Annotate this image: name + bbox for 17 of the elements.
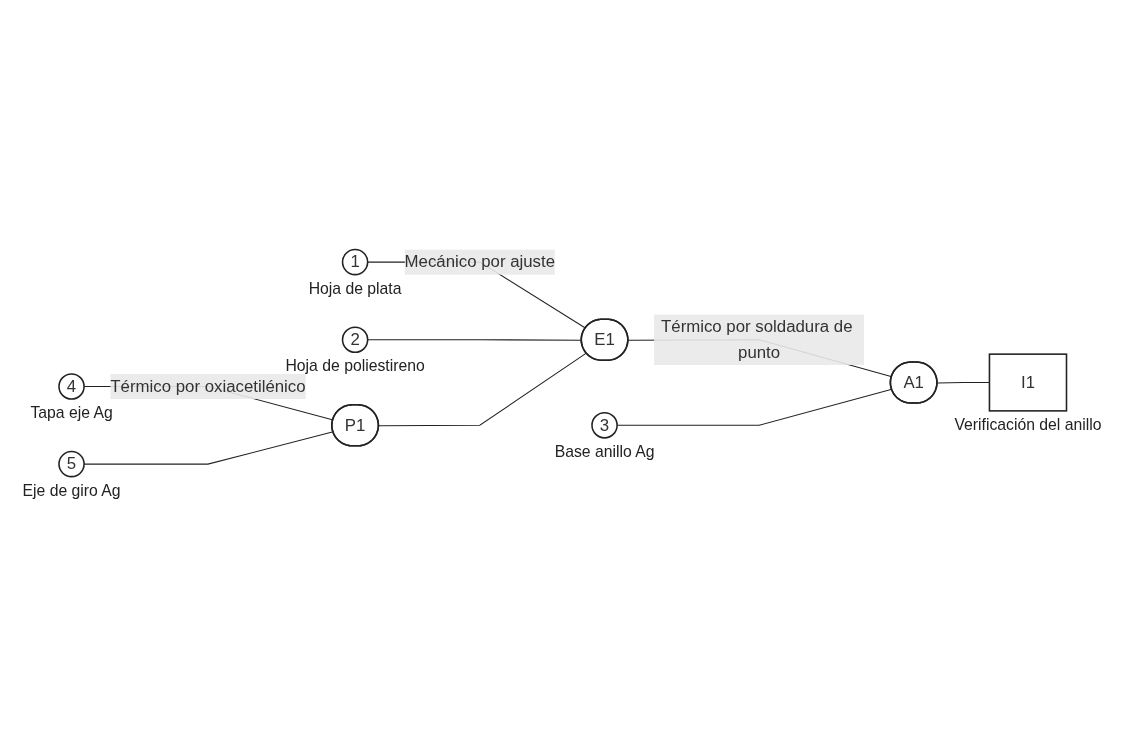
node-caption: Eje de giro Ag bbox=[22, 481, 121, 499]
node-circle: 3 bbox=[591, 411, 618, 439]
node-circle: 2 bbox=[341, 326, 369, 353]
node-caption: Verificación del anillo bbox=[954, 415, 1102, 433]
node-circle: 4 bbox=[58, 373, 85, 400]
connector bbox=[936, 381, 990, 384]
edge-label: Térmico por soldadura de punto bbox=[661, 317, 853, 361]
node-circle: 1 bbox=[341, 248, 369, 276]
edge-label: Mecánico por ajuste bbox=[404, 252, 556, 271]
node-caption: Base anillo Ag bbox=[554, 442, 655, 460]
node-caption: Hoja de poliestireno bbox=[285, 357, 425, 375]
node-caption: Tapa eje Ag bbox=[30, 403, 113, 421]
connector bbox=[378, 352, 587, 427]
node-caption: Hoja de plata bbox=[308, 279, 402, 297]
edge-label: Térmico por oxiacetilénico bbox=[110, 376, 306, 395]
node-circle: 5 bbox=[58, 450, 85, 478]
node-box: I1 bbox=[988, 353, 1068, 412]
